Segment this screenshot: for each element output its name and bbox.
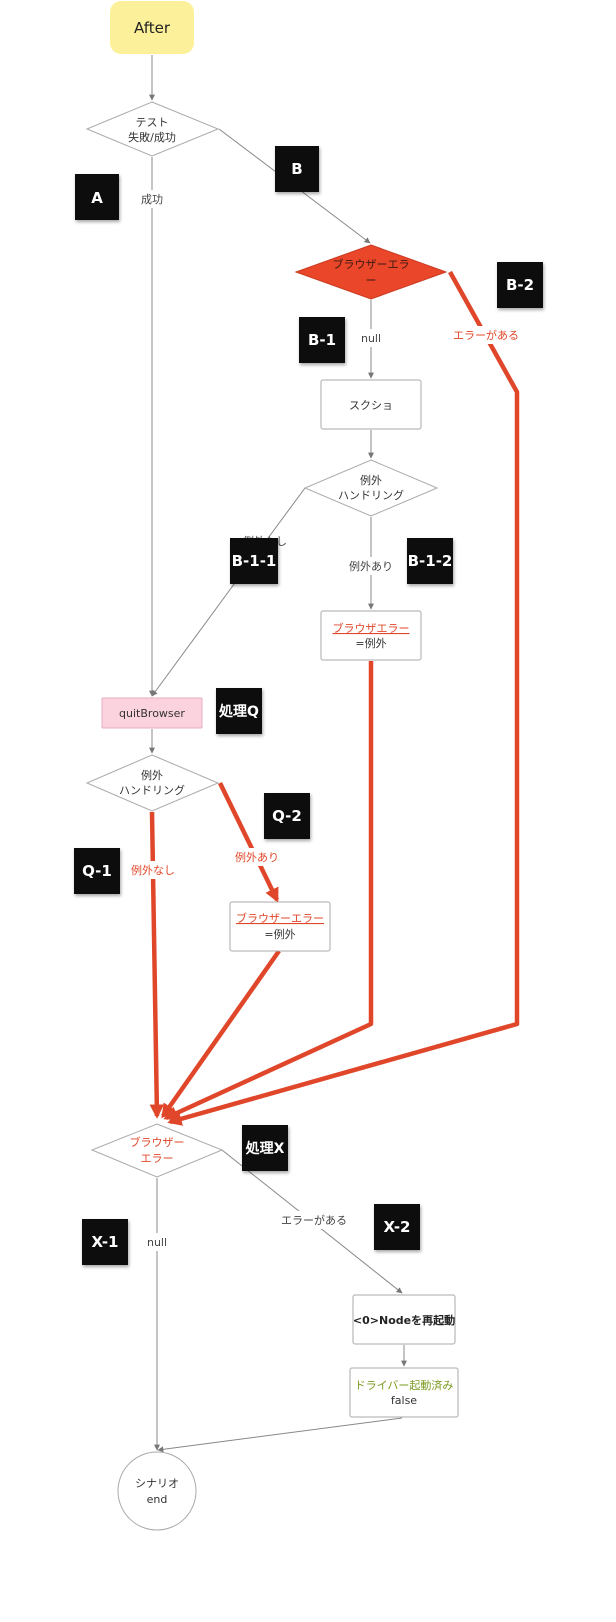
sticky-proc-x-label: 処理X xyxy=(245,1140,285,1157)
node-driver-started-line2: false xyxy=(391,1394,417,1407)
edge-exc1-to-browser-error2 xyxy=(163,661,374,1121)
node-test-line2: 失敗/成功 xyxy=(128,130,176,144)
node-browser-error2-line2: エラー xyxy=(141,1152,174,1165)
sticky-x2[interactable]: X-2 xyxy=(374,1204,420,1250)
sticky-b1[interactable]: B-1 xyxy=(299,317,345,363)
sticky-proc-q-label: 処理Q xyxy=(218,703,259,720)
node-browser-error2-line1: ブラウザー xyxy=(130,1135,185,1149)
edge-exception2-has-exception xyxy=(217,782,280,903)
node-browser-error-decision[interactable]: ブラウザーエラ ー xyxy=(294,244,448,300)
sticky-b12-label: B-1-2 xyxy=(408,552,453,570)
node-exception1-decision[interactable]: 例外 ハンドリング xyxy=(303,459,439,517)
node-restart-node[interactable]: <0>Nodeを再起動 xyxy=(352,1294,456,1345)
sticky-notes: A B B-2 B-1 B-1-1 B-1-2 処理Q Q-2 xyxy=(74,146,543,1265)
node-driver-started[interactable]: ドライバー起動済み false xyxy=(349,1367,459,1418)
node-scenario-end-line1: シナリオ xyxy=(135,1477,179,1490)
edge-label-has-error-1: エラーがある xyxy=(453,328,519,342)
node-browser-error-exc2[interactable]: ブラウザーエラー =例外 xyxy=(229,901,331,952)
node-browser-error-exc1-line1: ブラウザエラー xyxy=(333,621,410,635)
node-after[interactable]: After xyxy=(110,1,194,54)
node-restart-node-label: <0>Nodeを再起動 xyxy=(353,1313,455,1327)
sticky-b-label: B xyxy=(291,160,302,178)
node-driver-started-line1: ドライバー起動済み xyxy=(355,1378,454,1392)
sticky-x1[interactable]: X-1 xyxy=(82,1219,128,1265)
edge-label-null-2: null xyxy=(147,1236,167,1249)
node-quit-browser[interactable]: quitBrowser xyxy=(101,697,203,729)
sticky-b1-label: B-1 xyxy=(308,331,336,349)
edge-label-has-error-2: エラーがある xyxy=(281,1213,347,1227)
sticky-a[interactable]: A xyxy=(75,174,119,220)
edge-label-success: 成功 xyxy=(141,193,163,206)
node-browser-error2-decision[interactable]: ブラウザー エラー xyxy=(90,1123,224,1178)
node-browser-error-exc1[interactable]: ブラウザエラー =例外 xyxy=(320,610,422,661)
sticky-a-label: A xyxy=(91,189,103,207)
node-browser-error-exc2-line2: =例外 xyxy=(264,927,295,941)
sticky-b11-label: B-1-1 xyxy=(232,552,277,570)
sticky-b12[interactable]: B-1-2 xyxy=(407,538,453,584)
sticky-proc-q[interactable]: 処理Q xyxy=(216,688,262,734)
edge-label-no-exception-2: 例外なし xyxy=(131,863,175,877)
sticky-x1-label: X-1 xyxy=(91,1233,118,1251)
node-exception2-line2: ハンドリング xyxy=(119,783,185,797)
node-browser-error-exc1-line2: =例外 xyxy=(355,636,386,650)
sticky-b2-label: B-2 xyxy=(506,276,534,294)
node-exception2-decision[interactable]: 例外 ハンドリング xyxy=(85,754,220,812)
node-browser-error-line2: ー xyxy=(366,274,377,287)
node-browser-error-line1: ブラウザーエラ xyxy=(333,257,410,271)
node-exception1-line1: 例外 xyxy=(360,473,382,487)
edge-label-null-1: null xyxy=(361,332,381,345)
sticky-q2-label: Q-2 xyxy=(272,807,302,825)
edge-exception1-no-exception xyxy=(151,487,306,697)
sticky-b2[interactable]: B-2 xyxy=(497,262,543,308)
sticky-proc-x[interactable]: 処理X xyxy=(242,1125,288,1171)
sticky-q1-label: Q-1 xyxy=(82,862,112,880)
node-exception1-line2: ハンドリング xyxy=(338,488,404,502)
edge-label-has-exception-1: 例外あり xyxy=(349,559,393,573)
edge-exc2-to-browser-error2 xyxy=(161,949,281,1119)
sticky-b[interactable]: B xyxy=(275,146,319,192)
node-scenario-end[interactable]: シナリオ end xyxy=(117,1451,197,1531)
edge-driver-end xyxy=(157,1417,403,1453)
node-test-line1: テスト xyxy=(136,116,169,129)
node-after-label: After xyxy=(134,19,171,37)
edge-label-has-exception-2: 例外あり xyxy=(235,850,279,864)
sticky-q1[interactable]: Q-1 xyxy=(74,848,120,894)
edge-exception2-no-exception xyxy=(149,811,165,1119)
node-scenario-end-line2: end xyxy=(147,1493,168,1506)
sticky-b11[interactable]: B-1-1 xyxy=(230,538,278,584)
node-quit-browser-label: quitBrowser xyxy=(119,707,185,720)
sticky-x2-label: X-2 xyxy=(383,1218,410,1236)
node-screenshot[interactable]: スクショ xyxy=(320,379,422,430)
node-exception2-line1: 例外 xyxy=(141,768,163,782)
node-browser-error-exc2-line1: ブラウザーエラー xyxy=(236,911,324,925)
node-test-decision[interactable]: テスト 失敗/成功 xyxy=(85,101,220,157)
sticky-q2[interactable]: Q-2 xyxy=(264,793,310,839)
node-screenshot-label: スクショ xyxy=(349,399,393,412)
